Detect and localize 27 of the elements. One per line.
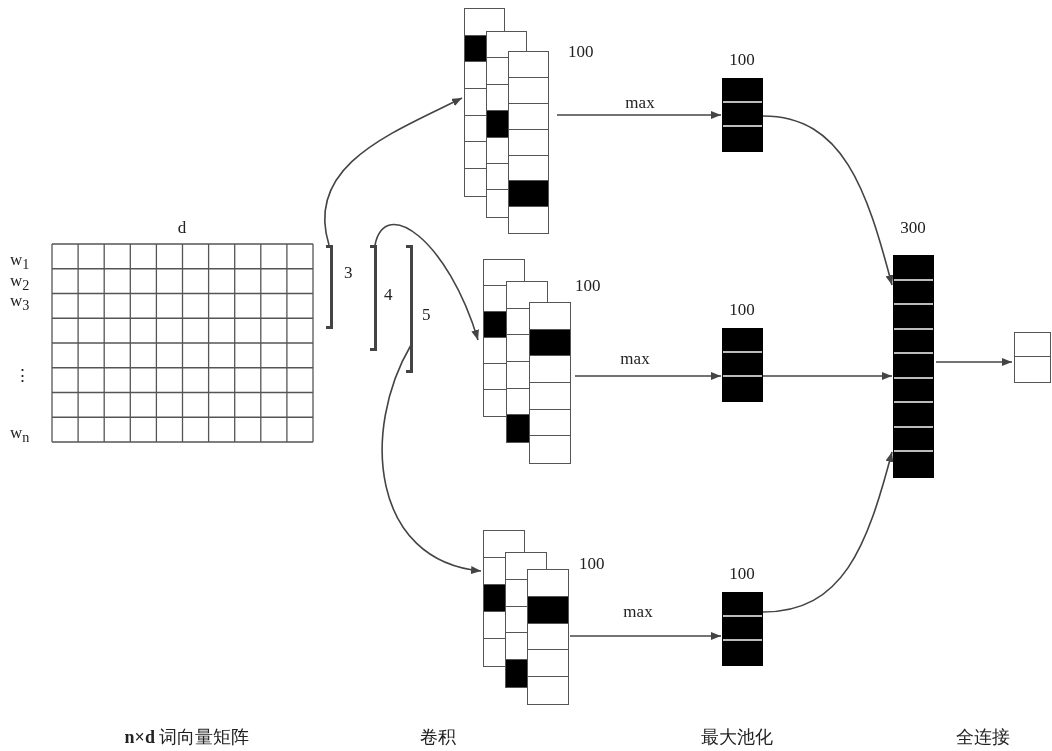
window-size-label: 5 [422,305,431,325]
size-label: 100 [729,300,755,320]
arrow [324,97,463,246]
arrow [374,223,479,341]
arrow [556,111,722,119]
stage-label: 全连接 [956,727,1010,747]
arrow [762,451,894,613]
size-label: 100 [568,42,594,62]
arrow [762,115,894,286]
stage-label: 最大池化 [701,727,773,747]
column-label: d [177,218,187,238]
stage-label: n×d 词向量矩阵 [124,727,250,747]
row-label: w$_{n}$ [10,423,30,448]
size-label: 100 [575,276,601,296]
size-label: 100 [579,554,605,574]
window-size-label: 3 [344,263,353,283]
row-label: ⋮ [14,366,31,386]
arrow [574,372,722,380]
size-label: 300 [900,218,926,238]
arrow [381,344,482,574]
window-size-label: 4 [384,285,393,305]
arrow [569,632,722,640]
arrow [935,358,1013,366]
stage-label: 卷积 [420,727,456,747]
size-label: 100 [729,50,755,70]
size-label: 100 [729,564,755,584]
arrow [762,372,893,380]
